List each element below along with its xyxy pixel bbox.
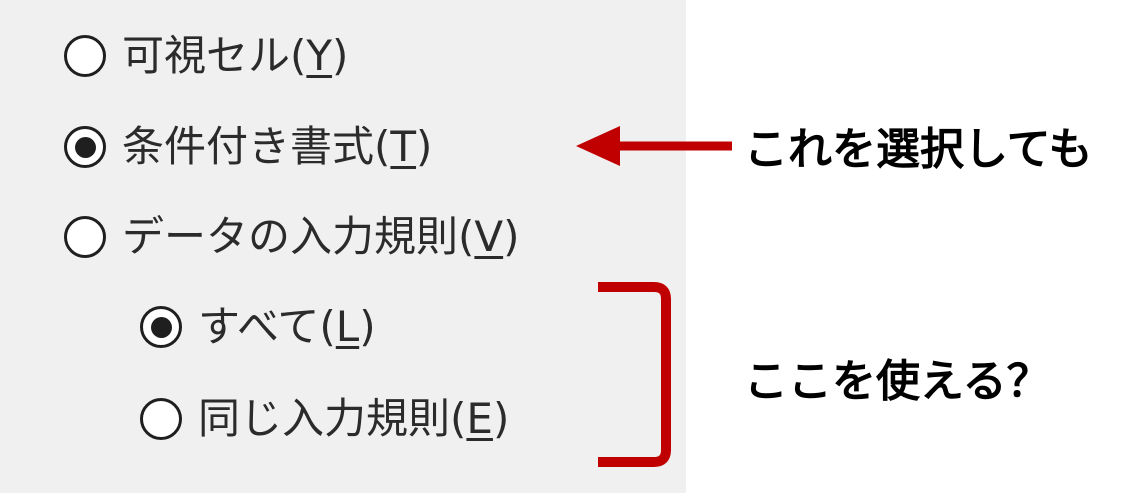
option-visible-cells-label: 可視セル(Y) <box>122 31 349 80</box>
radio-visible-cells[interactable] <box>64 35 106 77</box>
radio-same-validation[interactable] <box>140 398 182 440</box>
option-same-validation-label: 同じ入力規則(E) <box>198 394 510 443</box>
option-same-validation[interactable]: 同じ入力規則(E) <box>140 389 509 449</box>
arrow-note: これを選択しても <box>744 124 1093 175</box>
radio-conditional-formatting[interactable] <box>64 126 106 168</box>
bracket-note: ここを使える？ <box>744 356 1051 407</box>
option-all-label: すべて(L) <box>198 302 376 351</box>
option-conditional-formatting[interactable]: 条件付き書式(T) <box>64 117 432 177</box>
option-data-validation[interactable]: データの入力規則(V) <box>64 207 520 267</box>
option-conditional-formatting-label: 条件付き書式(T) <box>122 122 433 171</box>
radio-all[interactable] <box>140 306 182 348</box>
red-bracket <box>598 282 671 467</box>
option-visible-cells[interactable]: 可視セル(Y) <box>64 26 348 86</box>
option-all[interactable]: すべて(L) <box>140 297 376 357</box>
radio-data-validation[interactable] <box>64 216 106 258</box>
option-data-validation-label: データの入力規則(V) <box>122 212 520 261</box>
red-arrow-icon <box>576 126 732 166</box>
paste-options-panel: 可視セル(Y) 条件付き書式(T) データの入力規則(V) すべて(L) 同じ入… <box>0 0 686 493</box>
